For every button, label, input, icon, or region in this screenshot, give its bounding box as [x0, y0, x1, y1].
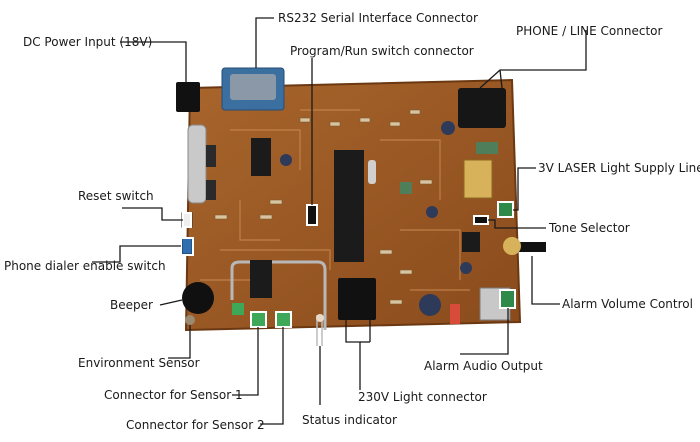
label-sensor1-connector: Connector for Sensor 1	[104, 388, 243, 402]
leader-sensor1	[232, 327, 259, 396]
leader-environment	[168, 325, 191, 359]
leader-phone-line-2	[499, 69, 503, 89]
label-status-indicator: Status indicator	[302, 413, 397, 427]
leader-lines	[92, 17, 587, 425]
leader-reset	[122, 207, 183, 221]
label-environment-sensor: Environment Sensor	[78, 356, 200, 370]
leader-laser-supply	[513, 167, 536, 211]
label-sensor2-connector: Connector for Sensor 2	[126, 418, 265, 432]
rs232-shell	[230, 74, 276, 100]
highlight-program-run	[306, 204, 318, 226]
leader-alarm-audio	[460, 308, 509, 355]
green-relay-3	[450, 304, 460, 324]
leader-230v	[345, 320, 361, 390]
highlight-sensor1	[250, 311, 267, 328]
label-beeper: Beeper	[110, 298, 153, 312]
capacitor-4	[460, 262, 472, 274]
label-rs232-connector: RS232 Serial Interface Connector	[278, 11, 478, 25]
gray-jumper-wire	[230, 260, 327, 330]
beeper-disc	[182, 282, 214, 314]
leader-phone-line	[479, 30, 587, 89]
transformer	[463, 159, 493, 199]
green-relay-2	[400, 182, 412, 194]
environment-sensor-ldr	[185, 315, 195, 325]
capacitor-3	[426, 206, 438, 218]
ic-chip-lower	[250, 260, 272, 298]
leader-beeper	[159, 299, 183, 306]
capacitor-2	[441, 121, 455, 135]
highlight-alarm-audio	[499, 289, 516, 309]
label-phone-dialer-switch: Phone dialer enable switch	[4, 259, 166, 273]
dialer-switch-body	[181, 237, 193, 255]
label-dc-power-input: DC Power Input (18V)	[23, 35, 153, 49]
label-230v-light-connector: 230V Light connector	[358, 390, 487, 404]
capacitor-block-2	[206, 180, 216, 200]
label-alarm-volume-control: Alarm Volume Control	[562, 297, 693, 311]
capacitor-1	[280, 154, 292, 166]
leader-tone-selector	[488, 219, 546, 229]
highlight-tone-selector	[473, 215, 489, 225]
leader-phone-dialer	[92, 245, 181, 263]
label-program-run-switch: Program/Run switch connector	[290, 44, 474, 58]
label-alarm-audio-output: Alarm Audio Output	[424, 359, 543, 373]
leader-alarm-volume	[531, 256, 560, 305]
label-tone-selector: Tone Selector	[549, 221, 630, 235]
label-laser-supply-line: 3V LASER Light Supply Line	[538, 161, 700, 175]
label-reset-switch: Reset switch	[78, 189, 154, 203]
leader-rs232	[255, 17, 274, 68]
ic-chip-small	[251, 138, 271, 176]
leader-dc-power	[120, 41, 187, 82]
light-relay	[338, 278, 376, 320]
crystal	[368, 160, 376, 184]
highlight-laser-supply	[497, 201, 514, 218]
volume-knob-base	[503, 237, 521, 255]
capacitor-block	[206, 145, 216, 167]
dc-power-jack	[176, 82, 200, 112]
label-phone-line-connector: PHONE / LINE Connector	[516, 24, 663, 38]
volume-shaft	[512, 242, 546, 252]
capacitor-5	[419, 294, 441, 316]
phone-line-relay	[458, 88, 506, 128]
green-terminal-left	[232, 303, 244, 315]
ic-chip-right	[462, 232, 480, 252]
leader-sensor2	[260, 327, 284, 425]
resistors	[214, 109, 433, 305]
green-relay-1	[476, 142, 498, 154]
highlight-sensor2	[275, 311, 292, 328]
status-led	[316, 314, 324, 346]
microcontroller-chip	[334, 150, 364, 262]
power-relay	[187, 124, 207, 204]
